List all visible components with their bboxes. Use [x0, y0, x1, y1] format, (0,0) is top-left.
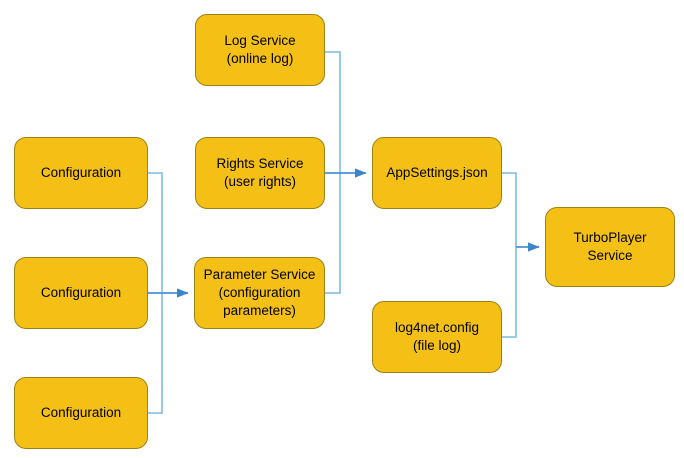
- node-log4net-config[interactable]: log4net.config (file log): [372, 301, 502, 373]
- node-parameter-service[interactable]: Parameter Service (configuration paramet…: [194, 257, 325, 329]
- node-configuration-bottom[interactable]: Configuration: [14, 377, 148, 449]
- node-configuration-top[interactable]: Configuration: [14, 137, 148, 209]
- node-rights-service[interactable]: Rights Service (user rights): [195, 137, 325, 209]
- connector-parameter-service-to-appsettings: [325, 173, 341, 294]
- node-label-rights-service: Rights Service (user rights): [216, 156, 304, 189]
- node-label-log-service: Log Service (online log): [224, 33, 296, 66]
- node-label-configuration-bottom: Configuration: [40, 405, 122, 421]
- node-label-turboplayer-service: TurboPlayer Service: [573, 230, 647, 263]
- connector-log-service-to-appsettings: [325, 51, 341, 173]
- connector-log4net-to-turboplayer: [502, 247, 517, 338]
- node-log-service[interactable]: Log Service (online log): [195, 14, 325, 86]
- node-label-configuration-middle: Configuration: [40, 285, 122, 301]
- connector-configuration-top-to-parameter-service: [148, 172, 163, 293]
- node-label-appsettings-json: AppSettings.json: [386, 165, 488, 181]
- node-turboplayer-service[interactable]: TurboPlayer Service: [545, 207, 675, 287]
- node-label-parameter-service: Parameter Service (configuration paramet…: [203, 267, 316, 318]
- node-label-log4net-config: log4net.config (file log): [394, 320, 480, 353]
- node-configuration-middle[interactable]: Configuration: [14, 257, 148, 329]
- connector-appsettings-to-turboplayer: [502, 172, 517, 247]
- connector-configuration-bottom-to-parameter-service: [148, 293, 163, 414]
- node-label-configuration-top: Configuration: [40, 165, 122, 181]
- node-appsettings-json[interactable]: AppSettings.json: [372, 137, 502, 209]
